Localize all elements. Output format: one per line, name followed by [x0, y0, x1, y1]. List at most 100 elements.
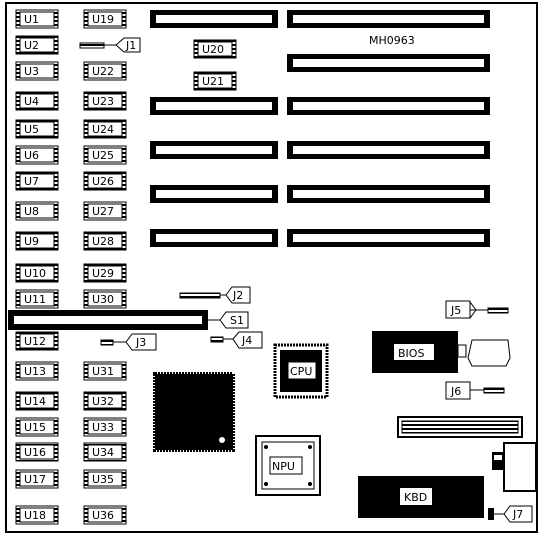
chip-u14: U14 [15, 391, 59, 411]
chip-label: U5 [24, 123, 39, 136]
chip-u35: U35 [83, 469, 127, 489]
jumper-j5-label: J5 [450, 304, 461, 317]
cpu-chip: CPU [273, 343, 329, 399]
chip-label: U36 [92, 509, 114, 522]
chip-u10: U10 [15, 263, 59, 283]
chip-label: U19 [92, 13, 114, 26]
chip-label: U7 [24, 175, 39, 188]
chip-u20: U20 [193, 39, 237, 59]
chip-u21: U21 [193, 71, 237, 91]
chip-u6: U6 [15, 145, 59, 165]
chipset-qfp [153, 372, 235, 452]
chip-label: U27 [92, 205, 114, 218]
chip-u13: U13 [15, 361, 59, 381]
chip-label: U33 [92, 421, 114, 434]
chip-label: U8 [24, 205, 39, 218]
chip-label: U16 [24, 446, 46, 459]
bios-label: BIOS [398, 347, 424, 360]
kbd-label: KBD [404, 491, 427, 504]
chip-label: U28 [92, 235, 114, 248]
chip-u29: U29 [83, 263, 127, 283]
model-number: MH0963 [369, 34, 415, 47]
chip-u12: U12 [15, 331, 59, 351]
chip-label: U4 [24, 95, 39, 108]
chips-right-column: U19U22U23U24U25U26U27U28U29U30U31U32U33U… [83, 9, 127, 525]
jumper-j4: J4 [210, 331, 263, 349]
chip-label: U34 [92, 446, 114, 459]
chip-u30: U30 [83, 289, 127, 309]
switch-s1: S1 [8, 310, 249, 330]
expansion-slots [150, 10, 490, 247]
switch-s1-label: S1 [230, 314, 244, 327]
chip-label: U15 [24, 421, 46, 434]
battery-connector [397, 416, 523, 438]
chip-label: U3 [24, 65, 39, 78]
chip-label: U29 [92, 267, 114, 280]
jumper-j1-label: J1 [125, 39, 136, 52]
chip-u27: U27 [83, 201, 127, 221]
chip-label: U35 [92, 473, 114, 486]
chip-u28: U28 [83, 231, 127, 251]
chip-u36: U36 [83, 505, 127, 525]
chip-label: U31 [92, 365, 114, 378]
chip-label: U21 [202, 75, 224, 88]
chip-u15: U15 [15, 417, 59, 437]
chip-u19: U19 [83, 9, 127, 29]
jumper-j7-label: J7 [512, 508, 523, 521]
chip-label: U23 [92, 95, 114, 108]
jumper-j2-label: J2 [232, 289, 243, 302]
jumper-j1: J1 [79, 37, 141, 53]
empty-socket [467, 339, 511, 367]
chip-u7: U7 [15, 171, 59, 191]
jumper-j2: J2 [179, 286, 251, 304]
chip-label: U22 [92, 65, 114, 78]
chip-label: U11 [24, 293, 46, 306]
npu-label: NPU [272, 460, 295, 473]
chip-label: U9 [24, 235, 39, 248]
chip-label: U10 [24, 267, 46, 280]
chip-label: U1 [24, 13, 39, 26]
chip-u9: U9 [15, 231, 59, 251]
chip-u17: U17 [15, 469, 59, 489]
chip-label: U30 [92, 293, 114, 306]
chip-label: U18 [24, 509, 46, 522]
bios-chip: BIOS [372, 331, 467, 373]
chip-u3: U3 [15, 61, 59, 81]
chip-u8: U8 [15, 201, 59, 221]
chip-u23: U23 [83, 91, 127, 111]
chip-label: U2 [24, 39, 39, 52]
chip-u32: U32 [83, 391, 127, 411]
chip-u33: U33 [83, 417, 127, 437]
jumper-j6-label: J6 [450, 385, 461, 398]
npu-socket: NPU [255, 435, 321, 496]
jumper-j7: J7 [488, 505, 533, 523]
chip-label: U6 [24, 149, 39, 162]
keyboard-connector [492, 442, 537, 492]
jumper-j6: J6 [445, 381, 505, 400]
chip-label: U13 [24, 365, 46, 378]
jumper-j3: J3 [100, 333, 157, 351]
chip-u25: U25 [83, 145, 127, 165]
chip-label: U25 [92, 149, 114, 162]
chip-label: U32 [92, 395, 114, 408]
cpu-label: CPU [290, 365, 312, 378]
chip-label: U20 [202, 43, 224, 56]
chip-label: U24 [92, 123, 114, 136]
chip-u22: U22 [83, 61, 127, 81]
chip-u18: U18 [15, 505, 59, 525]
chip-u4: U4 [15, 91, 59, 111]
chip-u31: U31 [83, 361, 127, 381]
chip-label: U17 [24, 473, 46, 486]
jumper-j5: J5 [445, 300, 509, 319]
chip-u34: U34 [83, 442, 127, 462]
chip-label: U14 [24, 395, 46, 408]
chip-label: U26 [92, 175, 114, 188]
chip-u26: U26 [83, 171, 127, 191]
chip-u2: U2 [15, 35, 59, 55]
kbd-chip: KBD [358, 476, 484, 518]
chips-left-column: U1U2U3U4U5U6U7U8U9U10U11U12U13U14U15U16U… [15, 9, 59, 525]
chip-u16: U16 [15, 442, 59, 462]
jumper-j4-label: J4 [241, 334, 252, 347]
